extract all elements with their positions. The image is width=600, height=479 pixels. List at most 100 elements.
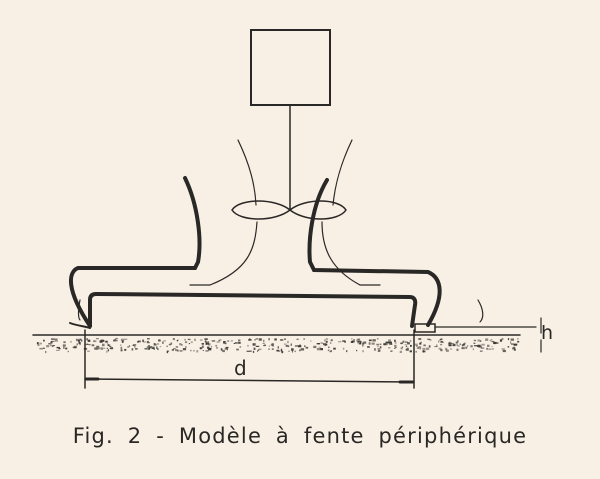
- ground-speck: [305, 346, 309, 349]
- ground-speck: [512, 347, 516, 349]
- ground-speck: [271, 343, 274, 346]
- ground-speck: [148, 345, 150, 347]
- ground-speck: [268, 348, 270, 350]
- ground-speck: [356, 349, 358, 352]
- left-slot-lip: [69, 322, 91, 329]
- ground-speck: [134, 346, 136, 348]
- ground-speck: [233, 343, 236, 344]
- ground-speck: [227, 340, 230, 342]
- ground-speck: [410, 350, 412, 353]
- ground-speck: [262, 342, 265, 344]
- ground-speck: [316, 343, 320, 345]
- ground-speck: [429, 339, 432, 341]
- ground-speck: [97, 347, 101, 349]
- ground-speck: [120, 346, 123, 349]
- ground-speck: [45, 350, 47, 354]
- ground-speck: [63, 346, 65, 349]
- ground-speck: [402, 340, 405, 343]
- ground-speck: [502, 350, 506, 353]
- ground-speck: [374, 348, 376, 351]
- ground-speck: [329, 351, 332, 353]
- ground-speck: [493, 342, 496, 345]
- ground-speck: [328, 346, 330, 349]
- ground-speck: [277, 346, 279, 349]
- ground-speck: [115, 338, 118, 340]
- ground-speck: [477, 339, 481, 342]
- ground-speck: [428, 345, 431, 348]
- ground-speck: [272, 345, 274, 347]
- ground-speck: [280, 339, 284, 341]
- ground-speck: [155, 344, 157, 346]
- ground-speck: [463, 343, 466, 346]
- ground-speck: [187, 338, 191, 341]
- ground-speck: [422, 347, 426, 350]
- ground-speck: [383, 343, 386, 345]
- ground-speck: [378, 350, 381, 352]
- ground-speck: [496, 342, 499, 344]
- ground-speck: [156, 346, 158, 349]
- ground-speck: [238, 339, 241, 342]
- ground-speck: [220, 348, 223, 351]
- ground-speck: [377, 348, 381, 350]
- ground-speck: [491, 346, 493, 348]
- ground-speck: [419, 342, 422, 345]
- ground-speck: [171, 349, 174, 351]
- ground-speck: [280, 348, 283, 352]
- ground-speck: [480, 344, 482, 347]
- ground-speck: [407, 342, 410, 345]
- ground-speck: [137, 340, 141, 343]
- ground-speck: [450, 348, 452, 350]
- ground-speck: [473, 342, 476, 344]
- ground-speck: [294, 350, 296, 353]
- ground-speck: [358, 342, 361, 345]
- ground-speck: [96, 345, 100, 348]
- ground-speck: [252, 350, 255, 353]
- ground-speck: [79, 338, 82, 341]
- ground-speck: [216, 341, 220, 343]
- ground-speck: [190, 349, 192, 352]
- ground-speck: [270, 344, 272, 346]
- ground-speck: [459, 343, 461, 345]
- ground-speck: [507, 346, 510, 348]
- ground-speck: [470, 345, 473, 348]
- ground-speck: [404, 341, 408, 343]
- ground-speck: [94, 347, 98, 350]
- ground-speck: [288, 350, 290, 352]
- ground-speck: [110, 347, 114, 350]
- ground-speck: [487, 344, 490, 347]
- ground-speck: [163, 340, 166, 342]
- ground-speck: [146, 346, 150, 349]
- ground-speck: [268, 345, 270, 347]
- ground-speck: [124, 349, 127, 351]
- ground-speck: [517, 340, 520, 343]
- ground-speck: [388, 339, 391, 342]
- ground-speck: [252, 343, 256, 346]
- ground-speck: [291, 348, 294, 351]
- ground-speck: [418, 346, 422, 349]
- ground-speck: [356, 339, 360, 342]
- ground-speck: [476, 345, 481, 348]
- ground-speck: [338, 341, 342, 343]
- ground-speck: [170, 342, 173, 345]
- ground-speck: [499, 339, 503, 342]
- ground-speck: [299, 344, 301, 347]
- ground-speck: [330, 339, 333, 342]
- ground-speck: [405, 348, 409, 351]
- ground-speck: [377, 350, 381, 352]
- ground-speck: [176, 340, 179, 342]
- ground-speck: [351, 338, 353, 340]
- ground-speck: [330, 350, 332, 352]
- ground-speck: [389, 343, 393, 345]
- ground-speck: [492, 348, 494, 350]
- ground-speck: [201, 343, 204, 345]
- ground-speck: [181, 344, 183, 346]
- ground-speck: [298, 345, 302, 348]
- ground-speck: [103, 340, 105, 342]
- ground-speck: [78, 339, 80, 343]
- ground-speck: [91, 344, 95, 347]
- ground-speck: [456, 343, 458, 346]
- ground-speck: [50, 341, 53, 344]
- ground-speck: [106, 350, 108, 353]
- ground-speck: [400, 347, 403, 350]
- ground-speck: [362, 345, 364, 347]
